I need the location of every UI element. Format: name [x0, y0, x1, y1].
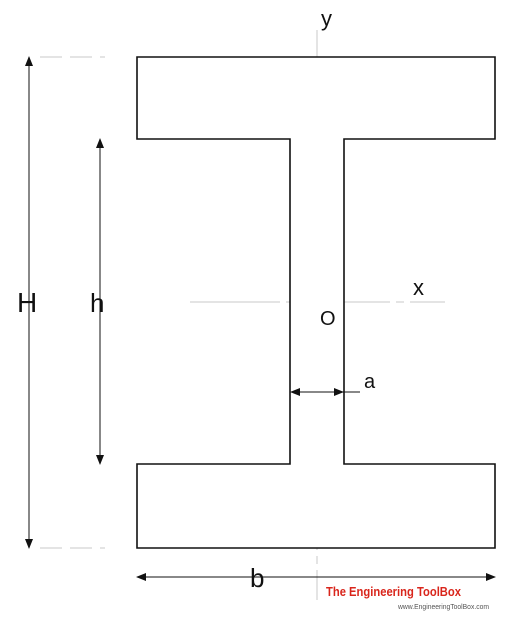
web-thickness-label: a: [364, 371, 376, 393]
x-axis-label: x: [413, 275, 424, 300]
y-axis-label: y: [321, 6, 332, 31]
origin-label: O: [320, 308, 336, 330]
brand-title: The Engineering ToolBox: [326, 584, 462, 599]
flange-width-label: b: [250, 563, 264, 593]
web-height-label: h: [90, 288, 104, 318]
total-height-label: H: [17, 287, 37, 318]
i-beam-outline: [136, 56, 496, 549]
brand-subtitle: www.EngineeringToolBox.com: [397, 604, 489, 611]
